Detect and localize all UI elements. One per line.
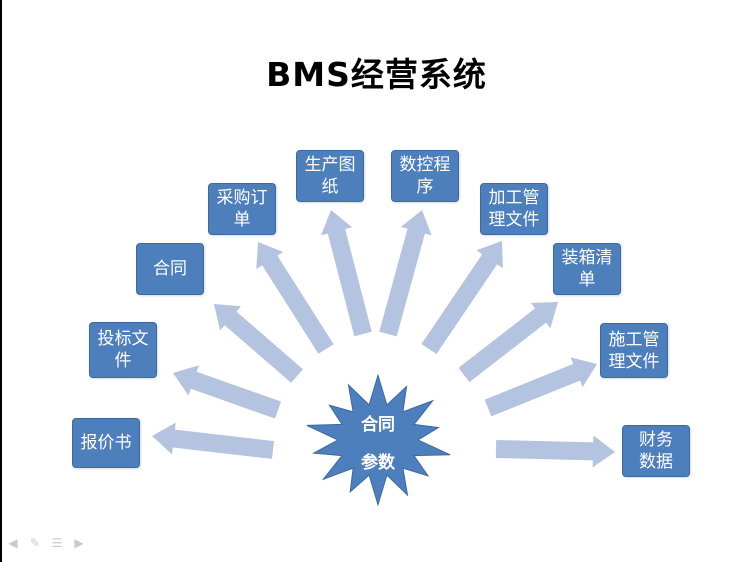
arrow-bid (173, 365, 281, 419)
node-packing-list[interactable]: 装箱清 单 (553, 243, 621, 295)
arrow-process (421, 241, 503, 354)
node-bid-document[interactable]: 投标文 件 (89, 322, 157, 378)
slideshow-nav: ◀ ✎ ☰ ▶ (6, 536, 86, 550)
arrow-quote (152, 422, 274, 459)
hub-label-line2: 参数 (361, 453, 395, 473)
arrow-nc (379, 210, 432, 337)
pen-icon[interactable]: ✎ (29, 536, 41, 550)
slide-title: BMS经营系统 (266, 55, 487, 94)
menu-icon[interactable]: ☰ (51, 536, 63, 550)
node-nc-program[interactable]: 数控程 序 (391, 150, 459, 202)
node-finance-data[interactable]: 财务 数据 (622, 425, 690, 477)
node-construction-management[interactable]: 施工管 理文件 (600, 323, 668, 378)
slide-border (0, 0, 2, 562)
forward-icon[interactable]: ▶ (74, 536, 84, 550)
node-contract[interactable]: 合同 (136, 243, 204, 295)
arrow-finance (495, 435, 615, 468)
arrow-packing (458, 302, 558, 383)
arrow-purchase (256, 242, 334, 354)
node-process-management[interactable]: 加工管 理文件 (480, 183, 548, 235)
back-icon[interactable]: ◀ (8, 536, 18, 550)
node-production-drawing[interactable]: 生产图 纸 (296, 150, 364, 202)
arrow-construction (484, 357, 597, 417)
node-quote[interactable]: 报价书 (72, 418, 140, 468)
arrow-contract (214, 304, 303, 383)
hub-label-line1: 合同 (361, 415, 395, 435)
arrow-drawing (321, 210, 372, 337)
node-purchase-order[interactable]: 采购订 单 (208, 183, 276, 235)
hub-starburst (306, 373, 451, 507)
